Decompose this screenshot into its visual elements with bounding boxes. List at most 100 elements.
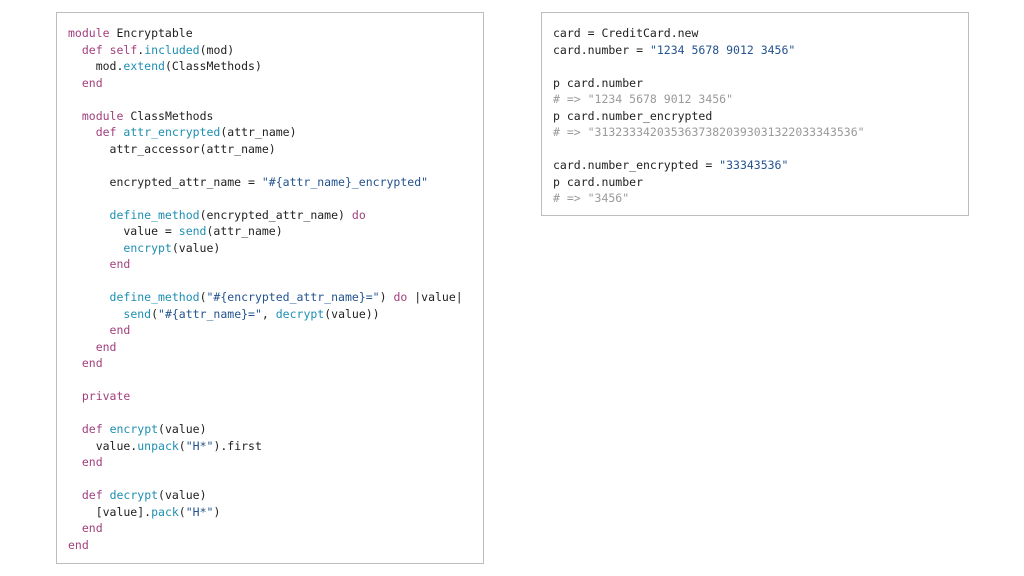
keyword-token: def: [81, 42, 103, 57]
method-name-token: define_method: [109, 207, 200, 222]
code-line: end: [68, 454, 463, 471]
encryptable-code-block: module Encryptable def self.included(mod…: [68, 25, 463, 553]
code-text-token: [value].: [68, 504, 152, 519]
method-name-token: unpack: [137, 438, 179, 453]
code-text-token: card.number =: [553, 42, 650, 57]
keyword-token: do: [393, 290, 408, 304]
code-line: card.number = "1234 5678 9012 3456": [553, 42, 865, 59]
code-text-token: [68, 340, 96, 354]
code-text-token: [103, 43, 110, 57]
code-line: [68, 157, 463, 174]
code-line: # => "3132333420353637382039303132203334…: [553, 124, 865, 141]
code-line: encrypt(value): [68, 240, 463, 257]
method-name-token: extend: [123, 59, 165, 73]
keyword-token: def: [95, 125, 117, 139]
code-line: encrypted_attr_name = "#{attr_name}_encr…: [68, 174, 463, 191]
code-line: attr_accessor(attr_name): [68, 141, 463, 158]
code-line: # => "3456": [553, 190, 865, 207]
code-text-token: p card.number_encrypted: [553, 108, 713, 123]
code-line: [68, 273, 463, 290]
code-text-token: card = CreditCard.new: [553, 26, 699, 40]
code-line: card.number_encrypted = "33343536": [553, 157, 865, 174]
method-name-token: encrypt: [123, 240, 172, 255]
code-text-token: value.: [68, 438, 138, 453]
code-line: [68, 190, 463, 207]
comment-token: # => "3456": [553, 191, 630, 205]
keyword-token: end: [95, 339, 117, 354]
code-text-token: [68, 125, 96, 139]
code-text-token: [68, 290, 110, 304]
code-line: def encrypt(value): [68, 421, 463, 438]
code-line: def self.included(mod): [68, 42, 463, 59]
code-text-token: [68, 455, 82, 469]
code-text-token: card.number_encrypted =: [553, 158, 720, 172]
code-text-token: .: [137, 42, 145, 57]
code-text-token: (ClassMethods): [164, 59, 262, 73]
method-name-token: decrypt: [109, 488, 159, 502]
method-name-token: decrypt: [275, 306, 325, 321]
code-text-token: (: [178, 438, 186, 453]
code-line: end: [68, 355, 463, 372]
code-text-token: (attr_name): [206, 224, 283, 238]
code-text-token: (: [199, 290, 207, 304]
code-text-token: [68, 521, 82, 535]
string-literal-token: "H*": [185, 504, 214, 519]
method-name-token: attr_encrypted: [123, 125, 221, 139]
code-text-token: [68, 241, 123, 255]
keyword-token: do: [351, 207, 366, 222]
code-text-token: p card.number: [553, 174, 644, 189]
code-text-token: p card.number: [553, 75, 644, 90]
code-text-token: [68, 43, 82, 57]
string-literal-token: "#{encrypted_attr_name}=": [206, 290, 380, 304]
method-name-token: send: [178, 224, 207, 238]
string-literal-token: "33343536": [719, 158, 789, 172]
code-text-token: |value|: [407, 290, 463, 304]
code-text-token: (value): [171, 240, 221, 255]
code-line: end: [68, 520, 463, 537]
keyword-token: end: [81, 521, 103, 535]
code-text-token: (mod): [199, 42, 235, 57]
code-line: end: [68, 256, 463, 273]
string-literal-token: "#{attr_name}=": [158, 306, 262, 321]
method-name-token: pack: [151, 504, 179, 519]
keyword-token: self: [109, 42, 138, 57]
code-line: send("#{attr_name}=", decrypt(value)): [68, 306, 463, 323]
code-text-token: ): [213, 504, 221, 519]
code-text-token: (: [178, 504, 186, 519]
code-text-token: encrypted_attr_name =: [68, 174, 262, 189]
code-text-token: [68, 76, 82, 90]
code-text-token: ClassMethods: [123, 108, 214, 123]
code-line: module ClassMethods: [68, 108, 463, 125]
code-text-token: [68, 356, 82, 370]
code-line: value.unpack("H*").first: [68, 438, 463, 455]
code-line: def attr_encrypted(attr_name): [68, 124, 463, 141]
keyword-token: def: [81, 488, 103, 502]
code-text-token: [68, 307, 123, 321]
code-line: [68, 372, 463, 389]
code-text-token: (attr_name): [220, 125, 297, 139]
comment-token: # => "1234 5678 9012 3456": [553, 92, 734, 106]
keyword-token: module: [68, 26, 110, 40]
code-line: private: [68, 388, 463, 405]
keyword-token: end: [109, 257, 131, 271]
code-text-token: value =: [68, 224, 179, 238]
code-line: p card.number_encrypted: [553, 108, 865, 125]
code-text-token: Encryptable: [109, 26, 193, 40]
keyword-token: end: [81, 75, 103, 90]
code-text-token: (value): [158, 488, 207, 502]
code-line: [553, 141, 865, 158]
code-text-token: mod.: [68, 59, 124, 73]
keyword-token: module: [81, 108, 124, 123]
code-line: p card.number: [553, 75, 865, 92]
method-name-token: send: [123, 306, 152, 321]
code-text-token: [68, 422, 82, 436]
code-text-token: [68, 257, 110, 271]
usage-code-block: card = CreditCard.new card.number = "1234…: [553, 25, 865, 207]
keyword-token: end: [109, 323, 131, 337]
keyword-token: end: [81, 356, 103, 370]
code-line: module Encryptable: [68, 25, 463, 42]
credit-card-usage-code-panel: card = CreditCard.new card.number = "1234…: [541, 12, 969, 216]
string-literal-token: "#{attr_name}_encrypted": [261, 174, 429, 189]
code-line: value = send(attr_name): [68, 223, 463, 240]
method-name-token: included: [144, 42, 200, 57]
